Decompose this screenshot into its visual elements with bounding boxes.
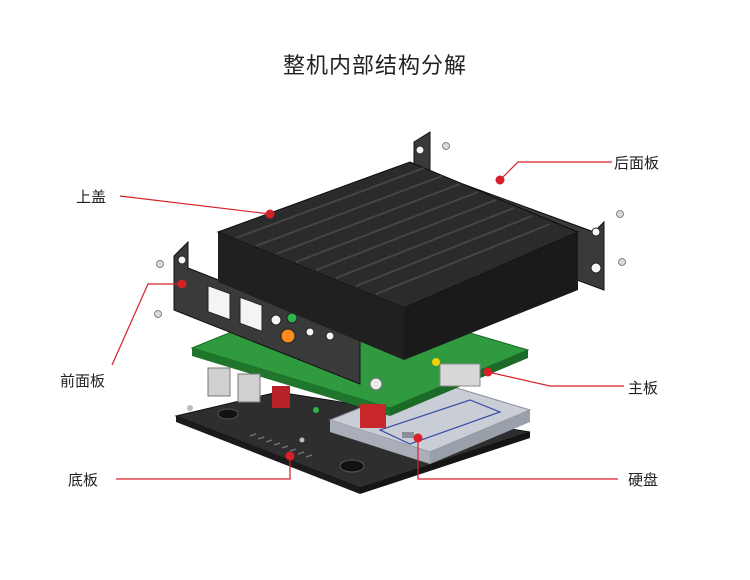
leader-dots (177, 175, 505, 461)
hard-disk-part (328, 379, 532, 464)
leader-lines (111, 161, 624, 480)
label-hard-disk: 硬盘 (628, 471, 659, 489)
label-top-cover: 上盖 (76, 188, 107, 206)
front-panel-part (173, 240, 361, 385)
label-rear-panel: 后面板 (614, 154, 660, 172)
top-cover-part (216, 161, 580, 360)
label-mainboard: 主板 (628, 379, 659, 397)
page-title: 整机内部结构分解 (282, 54, 467, 79)
label-base-plate: 底板 (68, 471, 99, 489)
screw-group (154, 142, 626, 318)
label-front-panel: 前面板 (60, 372, 106, 390)
